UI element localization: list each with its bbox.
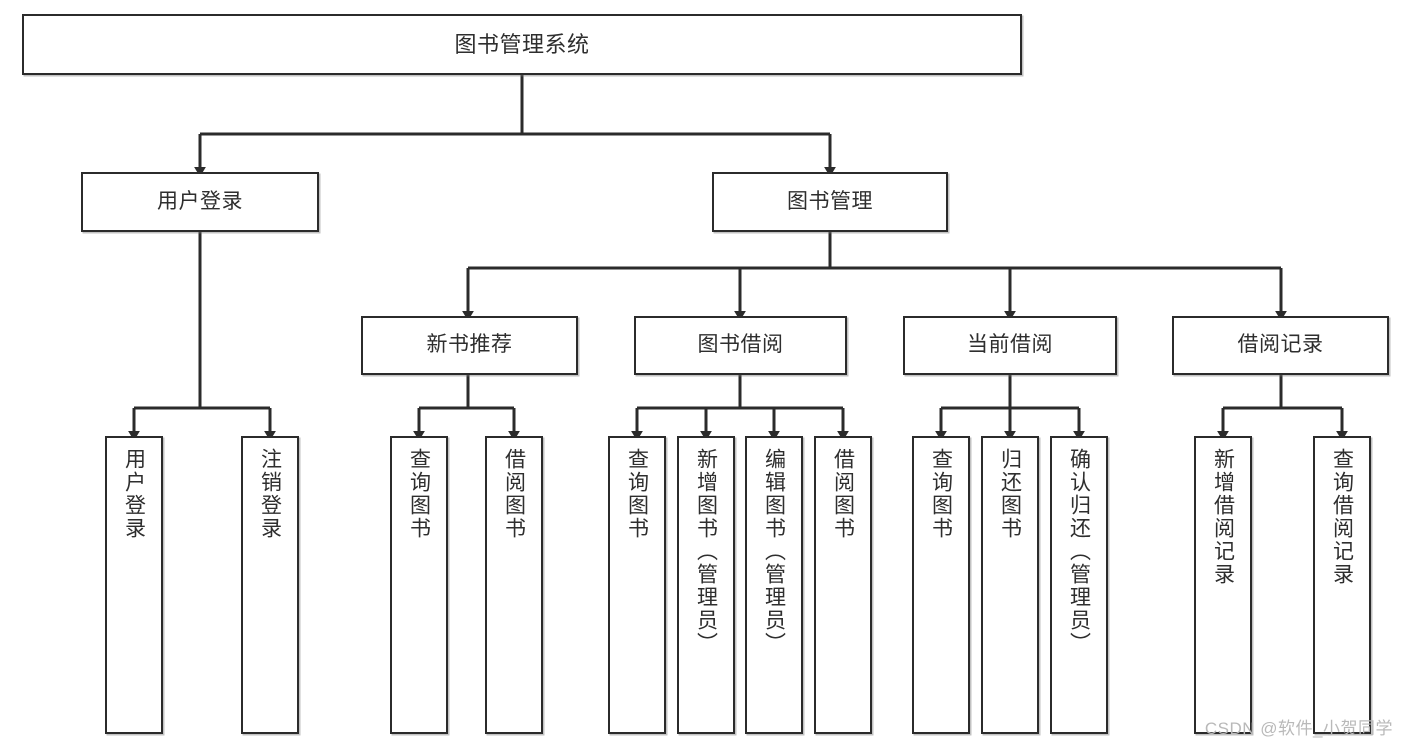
leaf-new-book-borrow[interactable]: 借阅图书 (485, 436, 543, 734)
node-current-borrow[interactable]: 当前借阅 (903, 316, 1117, 375)
node-label: 图书管理系统 (454, 31, 590, 57)
node-label: 归还图书 (998, 448, 1022, 540)
node-label: 借阅图书 (831, 448, 855, 540)
node-book-borrow[interactable]: 图书借阅 (634, 316, 847, 375)
node-label: 借阅图书 (502, 448, 526, 540)
leaf-current-borrow-return[interactable]: 归还图书 (981, 436, 1039, 734)
leaf-borrow-record-add[interactable]: 新增借阅记录 (1194, 436, 1252, 734)
leaf-book-borrow-edit[interactable]: 编辑图书（管理员） (745, 436, 803, 734)
node-label: 查询图书 (407, 448, 431, 540)
leaf-user-login-login[interactable]: 用户登录 (105, 436, 163, 734)
leaf-book-borrow-borrow[interactable]: 借阅图书 (814, 436, 872, 734)
node-label: 用户登录 (122, 448, 146, 540)
node-label: 查询图书 (929, 448, 953, 540)
node-label: 确认归还（管理员） (1067, 448, 1091, 655)
node-label: 新书推荐 (426, 333, 513, 357)
node-label: 查询借阅记录 (1330, 448, 1354, 586)
watermark-csdn: CSDN @软件_小贺同学 (1204, 719, 1393, 738)
leaf-current-borrow-confirm-return[interactable]: 确认归还（管理员） (1050, 436, 1108, 734)
node-new-book-recommend[interactable]: 新书推荐 (361, 316, 578, 375)
node-label: 图书借阅 (697, 333, 784, 357)
node-label: 新增图书（管理员） (694, 448, 718, 655)
leaf-new-book-query[interactable]: 查询图书 (390, 436, 448, 734)
node-root-system[interactable]: 图书管理系统 (22, 14, 1022, 75)
leaf-book-borrow-query[interactable]: 查询图书 (608, 436, 666, 734)
leaf-current-borrow-query[interactable]: 查询图书 (912, 436, 970, 734)
node-label: 借阅记录 (1237, 333, 1324, 357)
node-book-management[interactable]: 图书管理 (712, 172, 948, 232)
node-label: 新增借阅记录 (1211, 448, 1235, 586)
leaf-book-borrow-add[interactable]: 新增图书（管理员） (677, 436, 735, 734)
node-label: 查询图书 (625, 448, 649, 540)
node-label: 图书管理 (787, 189, 873, 213)
node-borrow-record[interactable]: 借阅记录 (1172, 316, 1389, 375)
leaf-user-login-logout[interactable]: 注销登录 (241, 436, 299, 734)
node-label: 用户登录 (157, 189, 243, 213)
node-user-login[interactable]: 用户登录 (81, 172, 319, 232)
leaf-borrow-record-query[interactable]: 查询借阅记录 (1313, 436, 1371, 734)
node-label: 注销登录 (258, 448, 282, 540)
node-label: 当前借阅 (967, 333, 1053, 357)
node-label: 编辑图书（管理员） (762, 448, 786, 655)
